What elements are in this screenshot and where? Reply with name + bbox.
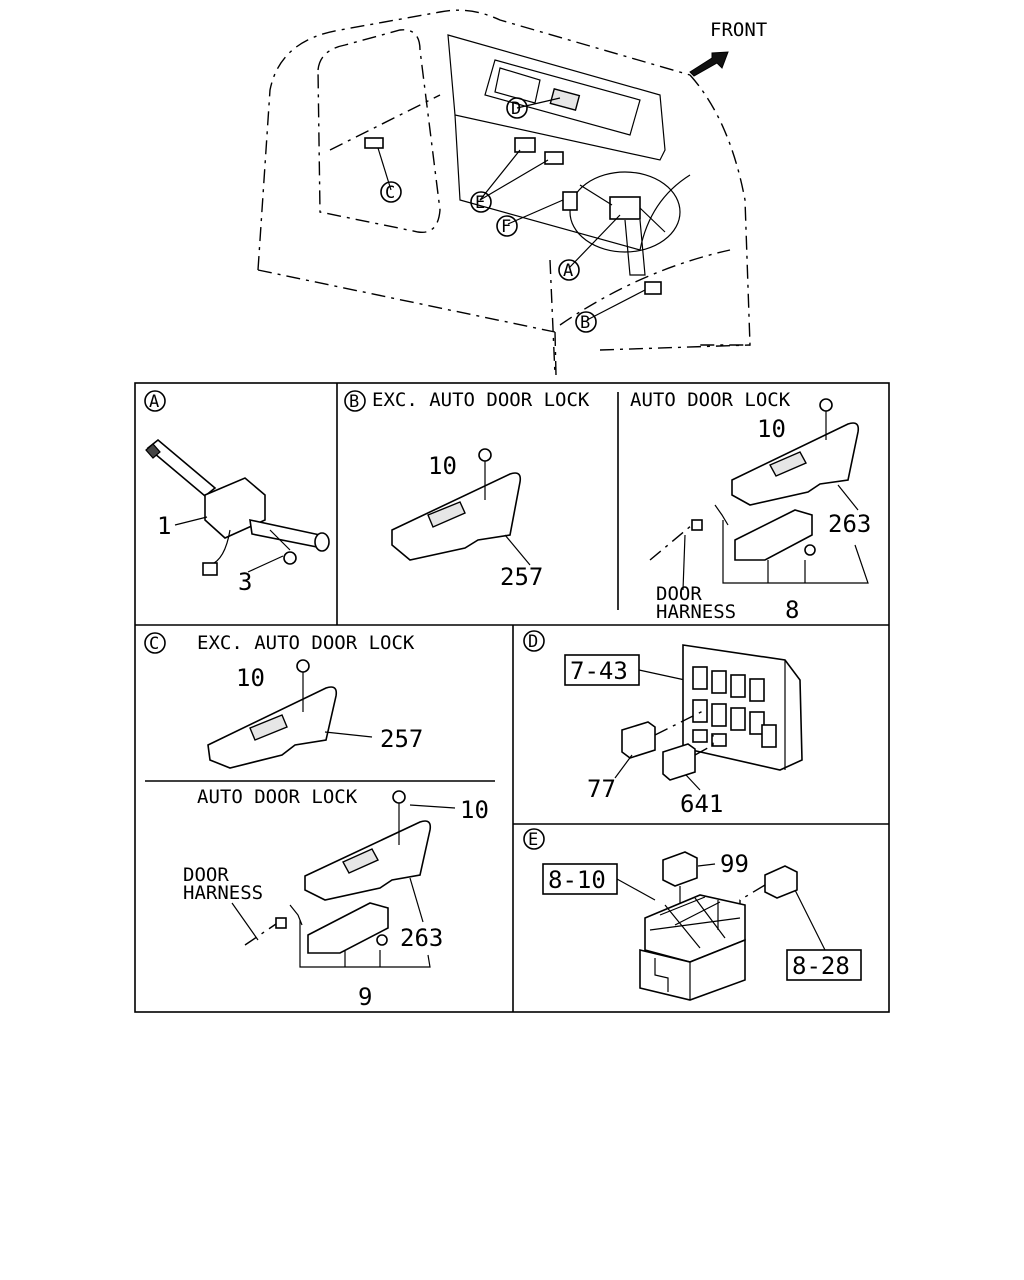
combination-switch bbox=[145, 438, 330, 576]
svg-text:E: E bbox=[475, 193, 485, 213]
c-door-harness-line2: HARNESS bbox=[183, 882, 263, 904]
c-top-label-257: 257 bbox=[380, 725, 423, 753]
svg-text:E: E bbox=[528, 830, 538, 850]
relay-77 bbox=[621, 709, 706, 759]
panel-c-bottom-title: AUTO DOOR LOCK bbox=[197, 786, 358, 808]
front-arrow-icon bbox=[689, 51, 729, 77]
callout-f: F bbox=[496, 215, 518, 237]
ref-8-10-text: 8-10 bbox=[548, 866, 606, 894]
window-switch-263 bbox=[649, 398, 860, 561]
window-switch-263-c bbox=[244, 790, 432, 954]
panel-b-right-title: AUTO DOOR LOCK bbox=[630, 389, 791, 411]
svg-text:A: A bbox=[149, 392, 159, 412]
panel-d-marker: D bbox=[523, 630, 545, 652]
svg-text:F: F bbox=[501, 217, 511, 237]
window-switch-257 bbox=[391, 448, 522, 561]
svg-text:D: D bbox=[528, 632, 538, 652]
label-77: 77 bbox=[587, 775, 616, 803]
c-top-label-10: 10 bbox=[236, 664, 265, 692]
callout-a: A bbox=[558, 259, 580, 281]
detail-grid bbox=[134, 382, 890, 1013]
c-door-harness-line1: DOOR bbox=[183, 864, 229, 886]
panel-e: E 8-10 8-28 99 bbox=[523, 828, 862, 1001]
ref-box-8-28 bbox=[786, 949, 862, 981]
panel-c-marker: C bbox=[144, 632, 166, 654]
svg-text:B: B bbox=[580, 313, 590, 333]
panel-c: C EXC. AUTO DOOR LOCK 10 257 AUTO DOOR L… bbox=[144, 632, 495, 1011]
b-door-harness-line2: HARNESS bbox=[656, 601, 736, 623]
svg-text:B: B bbox=[349, 392, 359, 412]
svg-text:C: C bbox=[149, 634, 159, 654]
label-641: 641 bbox=[680, 790, 723, 818]
b-left-label-10: 10 bbox=[428, 452, 457, 480]
relay-641 bbox=[662, 735, 714, 781]
svg-text:D: D bbox=[511, 99, 521, 119]
b-right-label-10: 10 bbox=[757, 415, 786, 443]
b-door-harness-line1: DOOR bbox=[656, 583, 702, 605]
relay-block-e bbox=[639, 894, 746, 1001]
panel-c-top-title: EXC. AUTO DOOR LOCK bbox=[197, 632, 415, 654]
panel-a: A 1 3 bbox=[144, 390, 330, 596]
front-label: FRONT bbox=[710, 19, 767, 41]
b-right-label-8: 8 bbox=[785, 596, 799, 624]
vehicle-overview: FRONT bbox=[257, 9, 767, 376]
panel-b: B EXC. AUTO DOOR LOCK AUTO DOOR LOCK 10 … bbox=[344, 389, 871, 624]
window-switch-257-c bbox=[207, 659, 338, 769]
b-right-label-263: 263 bbox=[828, 510, 871, 538]
svg-text:C: C bbox=[385, 183, 395, 203]
relay-99 bbox=[662, 851, 698, 905]
panel-e-marker: E bbox=[523, 828, 545, 850]
callout-c: C bbox=[380, 181, 402, 203]
panel-a-marker: A bbox=[144, 390, 166, 412]
svg-text:A: A bbox=[563, 261, 573, 281]
relay-block bbox=[682, 644, 803, 771]
b-left-label-257: 257 bbox=[500, 563, 543, 591]
c-bottom-label-10: 10 bbox=[460, 796, 489, 824]
panel-b-left-title: EXC. AUTO DOOR LOCK bbox=[372, 389, 590, 411]
c-bottom-label-9: 9 bbox=[358, 983, 372, 1011]
part-label-3: 3 bbox=[238, 568, 252, 596]
ref-8-28-text: 8-28 bbox=[792, 952, 850, 980]
part-label-1: 1 bbox=[157, 512, 171, 540]
panel-b-marker: B bbox=[344, 390, 366, 412]
c-bottom-label-263: 263 bbox=[400, 924, 443, 952]
callout-b: B bbox=[575, 311, 597, 333]
label-99: 99 bbox=[720, 850, 749, 878]
ref-7-43-text: 7-43 bbox=[570, 657, 628, 685]
panel-d: D 7-43 77 bbox=[523, 630, 803, 818]
relay-8-28 bbox=[739, 865, 798, 910]
callout-d: D bbox=[506, 97, 528, 119]
callout-e: E bbox=[470, 191, 492, 213]
